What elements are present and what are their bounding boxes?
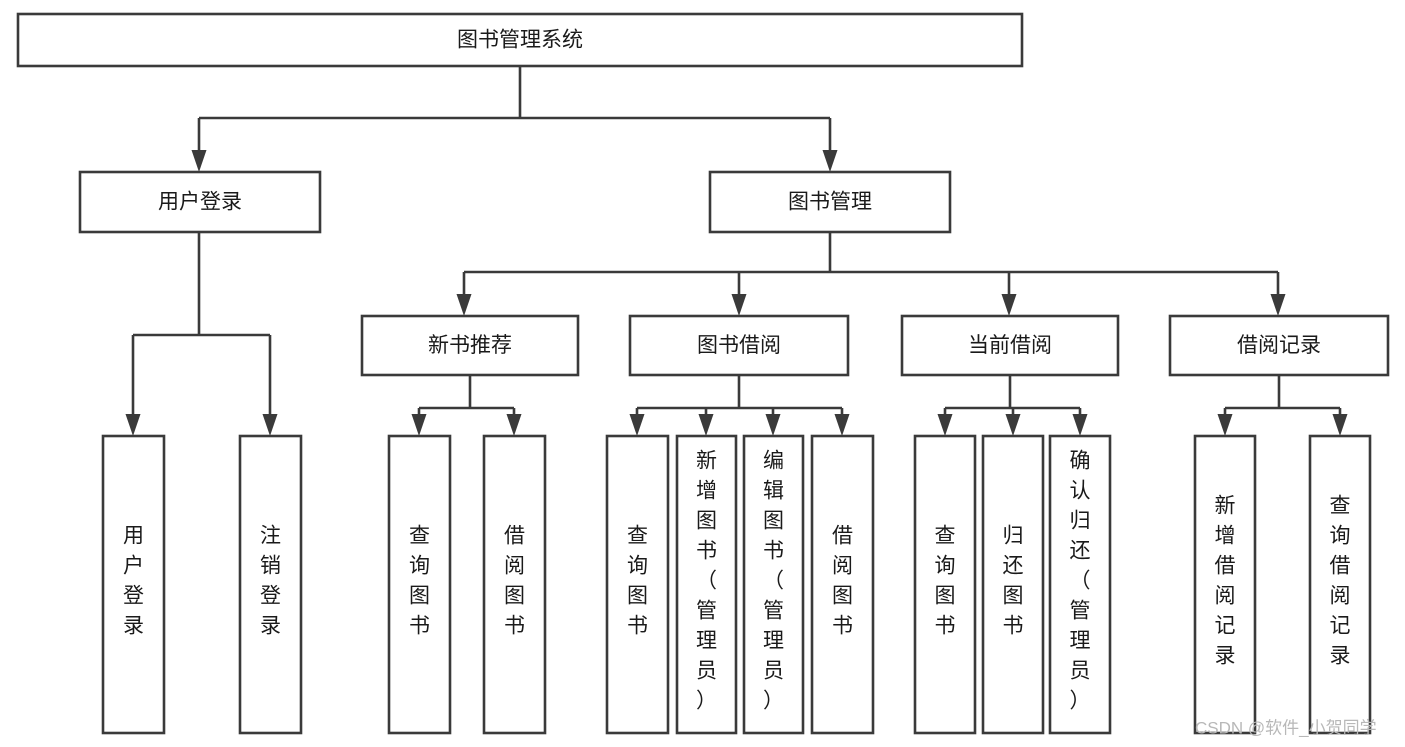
node-box-current-borrow[interactable] — [900, 314, 1120, 377]
node-box-user-login[interactable] — [78, 170, 322, 234]
arrow-head-icon — [411, 414, 427, 436]
node-label-leaf-add-book: 新增图书（管理员） — [696, 450, 717, 713]
node-leaf-query-book-borrow[interactable]: 查询图书 — [605, 434, 670, 735]
node-leaf-query-book-rec[interactable]: 查询图书 — [387, 434, 452, 735]
node-box-leaf-return-book[interactable] — [981, 434, 1045, 735]
node-box-leaf-confirm-return[interactable] — [1048, 434, 1112, 735]
node-box-book-borrow[interactable] — [628, 314, 850, 377]
node-label-leaf-borrow-book-rec: 借阅图书 — [504, 525, 525, 638]
node-label-leaf-edit-book: 编辑图书（管理员） — [763, 450, 784, 713]
arrow-head-icon — [834, 414, 850, 436]
node-box-root[interactable] — [16, 12, 1024, 68]
node-label-leaf-confirm-return: 确认归还（管理员） — [1070, 450, 1091, 713]
node-leaf-return-book[interactable]: 归还图书 — [981, 434, 1045, 735]
node-book-borrow[interactable]: 图书借阅 — [628, 314, 850, 377]
node-label-leaf-return-book: 归还图书 — [1003, 525, 1024, 638]
arrow-head-icon — [456, 294, 472, 316]
node-label-current-borrow: 当前借阅 — [968, 334, 1052, 357]
node-leaf-add-borrow-record[interactable]: 新增借阅记录 — [1193, 434, 1257, 735]
arrow-head-icon — [125, 414, 141, 436]
node-label-leaf-query-book-borrow: 查询图书 — [627, 525, 648, 638]
node-leaf-borrow-book-rec[interactable]: 借阅图书 — [482, 434, 547, 735]
arrow-head-icon — [191, 150, 207, 172]
node-label-book-management: 图书管理 — [788, 191, 872, 214]
node-box-leaf-user-logout[interactable] — [238, 434, 303, 735]
node-box-leaf-edit-book[interactable] — [742, 434, 805, 735]
node-label-book-borrow: 图书借阅 — [697, 334, 781, 357]
arrow-head-icon — [937, 414, 953, 436]
node-label-leaf-query-borrow-record: 查询借阅记录 — [1330, 495, 1351, 668]
arrow-head-icon — [506, 414, 522, 436]
node-label-leaf-query-book-rec: 查询图书 — [409, 525, 430, 638]
node-new-book-recommend[interactable]: 新书推荐 — [360, 314, 580, 377]
node-user-login[interactable]: 用户登录 — [78, 170, 322, 234]
nodes-layer: 图书管理系统用户登录图书管理新书推荐图书借阅当前借阅借阅记录用户登录注销登录查询… — [16, 12, 1390, 735]
node-label-new-book-recommend: 新书推荐 — [428, 334, 512, 357]
node-label-leaf-user-login: 用户登录 — [123, 525, 144, 638]
node-box-leaf-borrow-book[interactable] — [810, 434, 875, 735]
node-box-book-management[interactable] — [708, 170, 952, 234]
csdn-watermark: CSDN @软件_小贺同学 — [1195, 718, 1377, 737]
connectors-layer — [125, 66, 1348, 436]
node-box-leaf-add-borrow-record[interactable] — [1193, 434, 1257, 735]
node-box-leaf-query-book-current[interactable] — [913, 434, 977, 735]
arrow-head-icon — [1072, 414, 1088, 436]
arrow-head-icon — [1270, 294, 1286, 316]
node-label-leaf-borrow-book: 借阅图书 — [832, 525, 853, 638]
node-box-leaf-add-book[interactable] — [675, 434, 738, 735]
node-current-borrow[interactable]: 当前借阅 — [900, 314, 1120, 377]
node-leaf-query-borrow-record[interactable]: 查询借阅记录 — [1308, 434, 1372, 735]
arrow-head-icon — [1001, 294, 1017, 316]
arrow-head-icon — [731, 294, 747, 316]
arrow-head-icon — [1217, 414, 1233, 436]
node-box-leaf-query-borrow-record[interactable] — [1308, 434, 1372, 735]
arrow-head-icon — [1332, 414, 1348, 436]
node-book-management[interactable]: 图书管理 — [708, 170, 952, 234]
arrow-head-icon — [698, 414, 714, 436]
node-root[interactable]: 图书管理系统 — [16, 12, 1024, 68]
node-label-leaf-user-logout: 注销登录 — [260, 525, 281, 638]
arrow-head-icon — [822, 150, 838, 172]
arrow-head-icon — [765, 414, 781, 436]
node-leaf-confirm-return[interactable]: 确认归还（管理员） — [1048, 434, 1112, 735]
node-leaf-user-login[interactable]: 用户登录 — [101, 434, 166, 735]
node-box-leaf-query-book-rec[interactable] — [387, 434, 452, 735]
node-box-new-book-recommend[interactable] — [360, 314, 580, 377]
node-label-borrow-record: 借阅记录 — [1237, 334, 1321, 357]
node-leaf-edit-book[interactable]: 编辑图书（管理员） — [742, 434, 805, 735]
node-box-leaf-borrow-book-rec[interactable] — [482, 434, 547, 735]
node-leaf-borrow-book[interactable]: 借阅图书 — [810, 434, 875, 735]
node-box-leaf-query-book-borrow[interactable] — [605, 434, 670, 735]
node-leaf-query-book-current[interactable]: 查询图书 — [913, 434, 977, 735]
node-label-leaf-query-book-current: 查询图书 — [935, 525, 956, 638]
node-borrow-record[interactable]: 借阅记录 — [1168, 314, 1390, 377]
node-box-leaf-user-login[interactable] — [101, 434, 166, 735]
node-box-borrow-record[interactable] — [1168, 314, 1390, 377]
arrow-head-icon — [629, 414, 645, 436]
node-leaf-user-logout[interactable]: 注销登录 — [238, 434, 303, 735]
node-label-leaf-add-borrow-record: 新增借阅记录 — [1215, 495, 1236, 668]
arrow-head-icon — [1005, 414, 1021, 436]
node-leaf-add-book[interactable]: 新增图书（管理员） — [675, 434, 738, 735]
arrow-head-icon — [262, 414, 278, 436]
node-label-root: 图书管理系统 — [457, 29, 583, 52]
node-label-user-login: 用户登录 — [158, 191, 242, 214]
